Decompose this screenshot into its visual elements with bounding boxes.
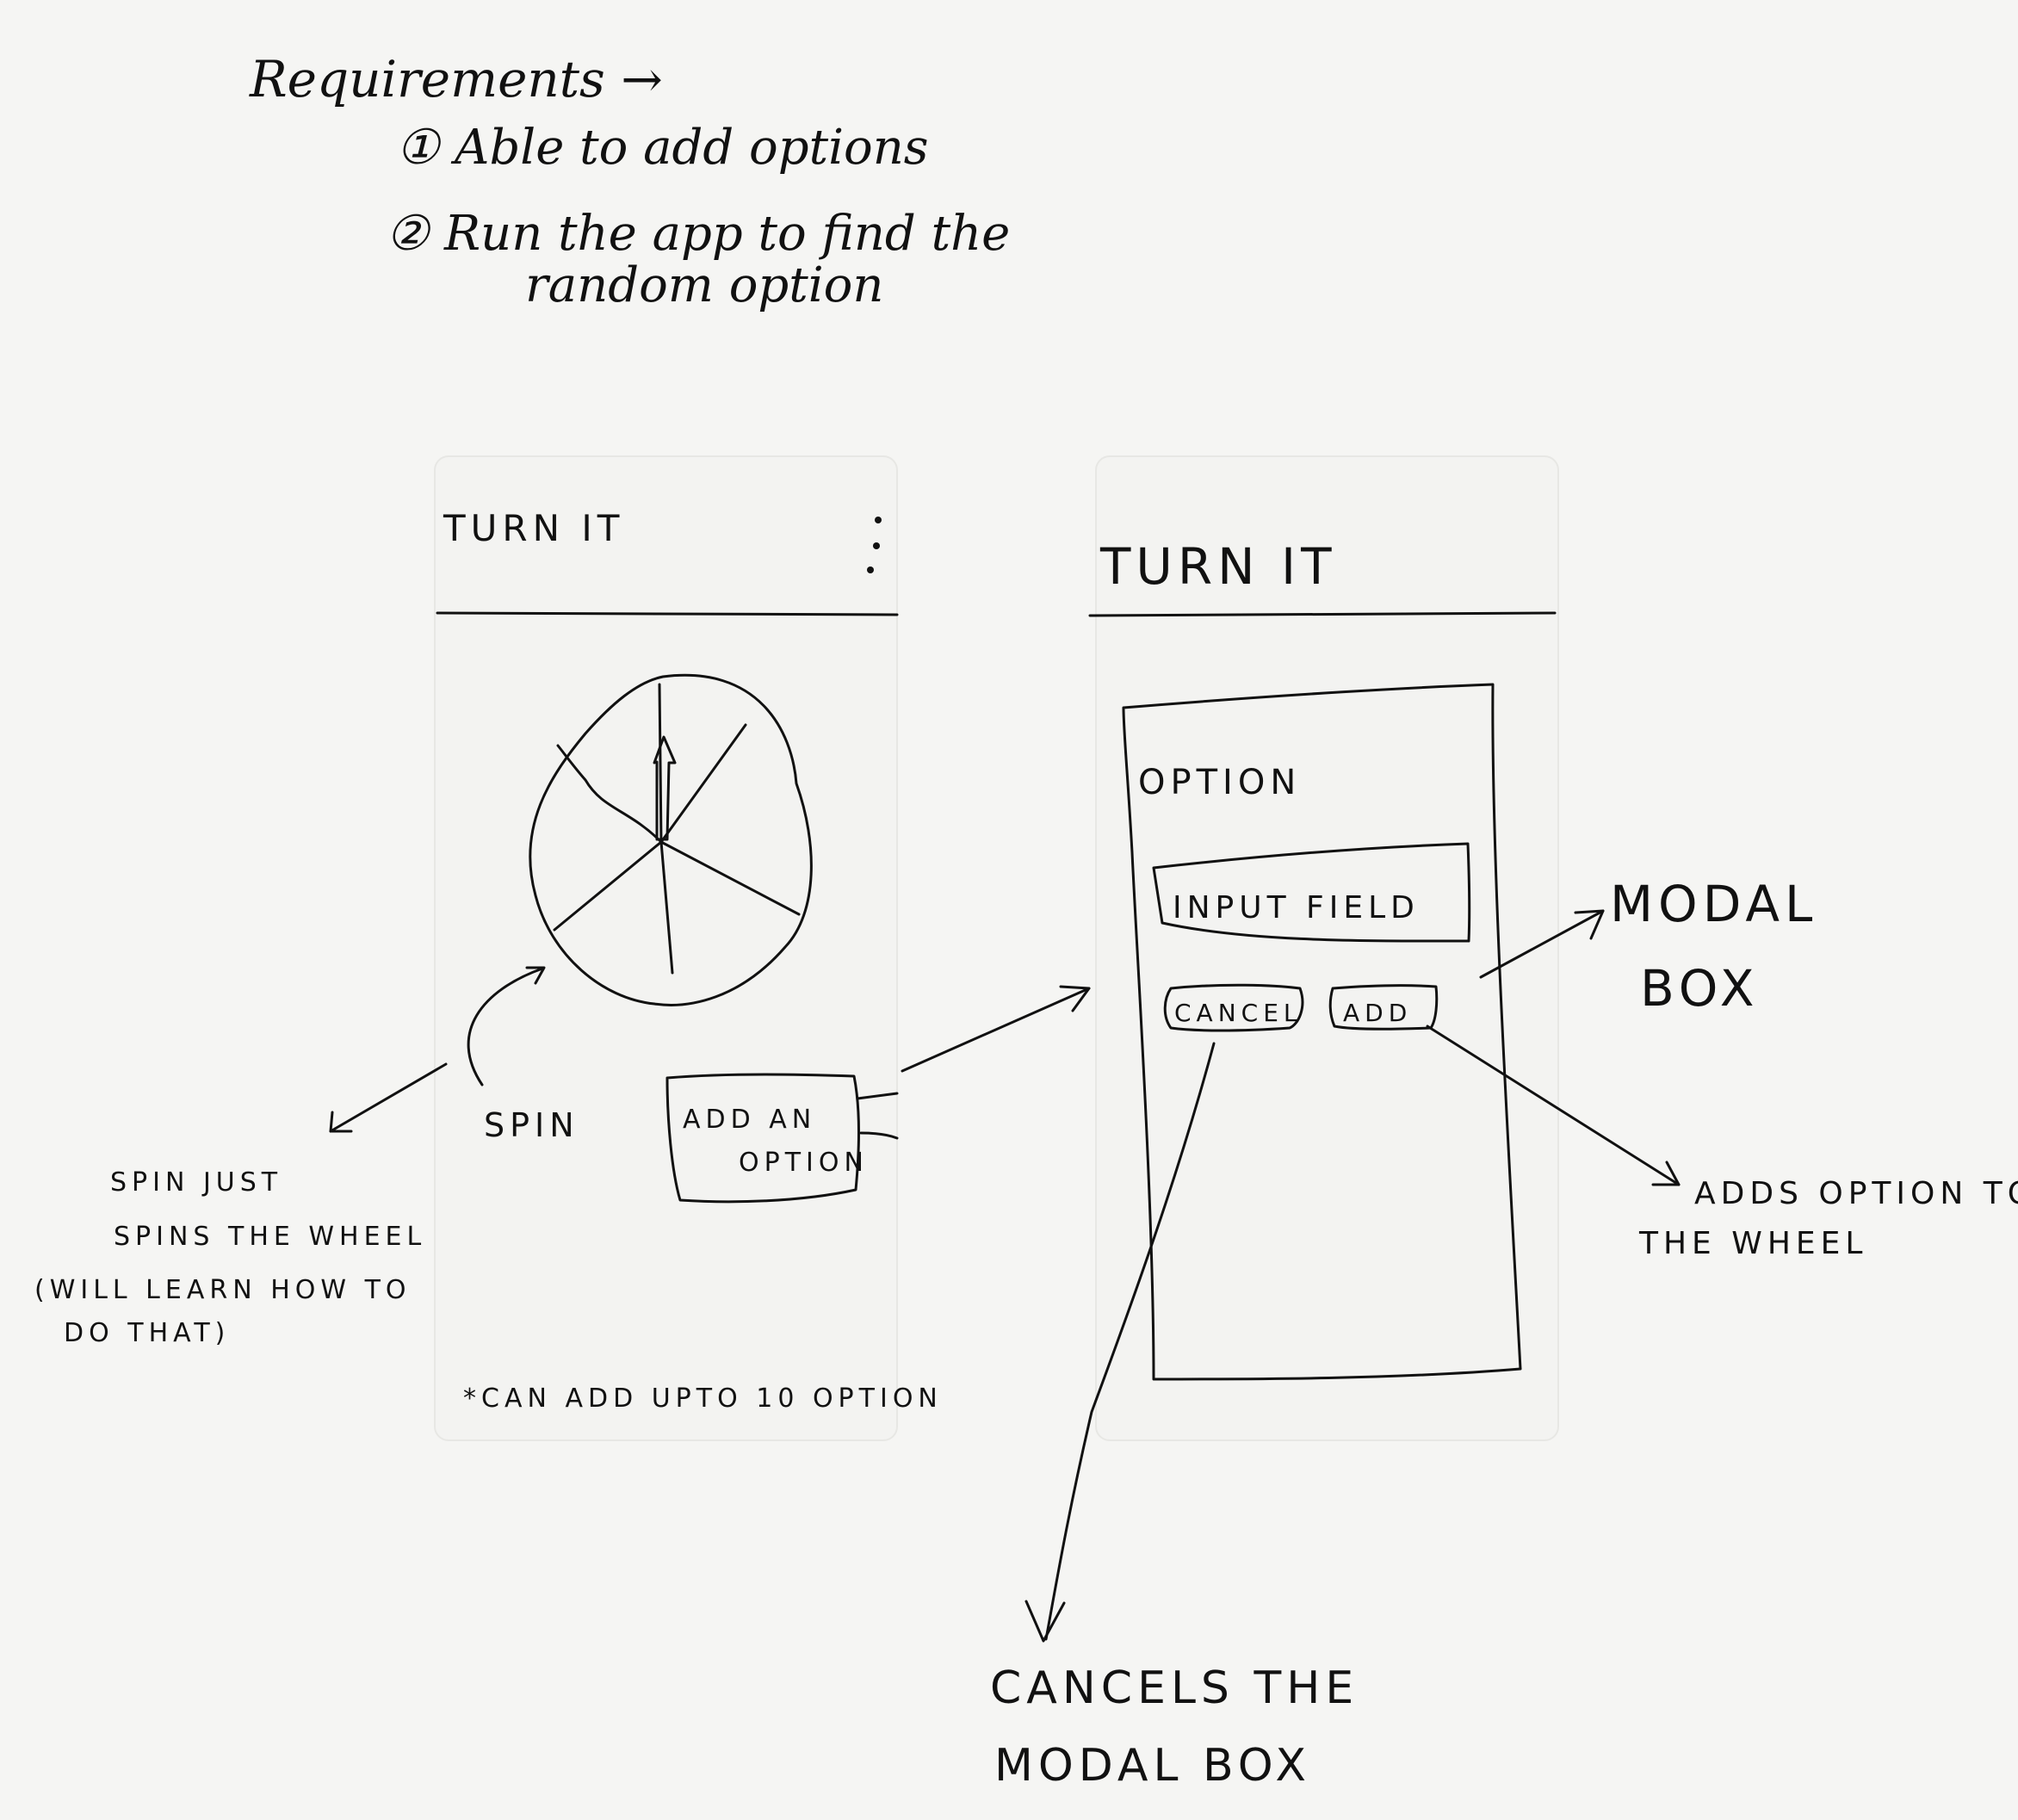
option-input-field[interactable]: INPUT FIELD [1152, 842, 1471, 943]
spin-annotation: SPIN JUST SPINS THE WHEEL (WILL LEARN HO… [34, 1167, 426, 1348]
requirement-2: ② Run the app to find the [386, 206, 1010, 262]
add-option-line-2: OPTION [739, 1148, 869, 1178]
cancel-button-label: CANCEL [1174, 999, 1303, 1027]
add-note-line-2: THE WHEEL [1638, 1226, 1867, 1261]
add-option-line-1: ADD AN [683, 1105, 816, 1135]
cancel-button-outline [1163, 983, 1304, 1032]
wheel-spoke [659, 723, 747, 844]
arrow-add-note [1426, 1025, 1681, 1186]
requirements-notes: Requirements → ① Able to add options ② R… [249, 50, 1010, 313]
wheel-pointer [653, 735, 677, 841]
input-field-outline [1152, 842, 1471, 943]
wheel-spoke [553, 840, 663, 932]
modal-annotation: MODAL BOX [1610, 875, 1817, 1018]
spin-note-line-2: SPINS THE WHEEL [114, 1222, 426, 1252]
connector-tick [856, 1092, 899, 1100]
add-option-button-outline [665, 1073, 860, 1204]
spin-note-line-4: DO THAT) [64, 1318, 230, 1348]
arrow-modal-note [1479, 909, 1605, 979]
spin-note-line-3: (WILL LEARN HOW TO [34, 1275, 412, 1305]
arrow-head [1024, 1600, 1066, 1643]
wheel-spoke [556, 744, 663, 844]
header-divider [1088, 611, 1557, 617]
modal-box: OPTION INPUT FIELD CANCEL ADD [1122, 683, 1522, 1381]
phone-frame-modal [1095, 455, 1559, 1441]
requirement-2-continued: random option [525, 257, 883, 313]
cancel-button[interactable]: CANCEL [1163, 983, 1304, 1032]
wheel-rim [529, 673, 813, 1006]
modal-note-line-1: MODAL [1610, 875, 1817, 933]
wheel-spoke [659, 840, 801, 916]
wheel-spoke [658, 683, 663, 844]
option-limit-footnote: *CAN ADD UPTO 10 OPTION [463, 1384, 943, 1414]
spin-button[interactable]: SPIN [484, 1106, 579, 1144]
add-note-line-1: ADDS OPTION TO [1694, 1176, 2018, 1211]
add-option-button[interactable]: ADD AN OPTION [665, 1073, 869, 1204]
modal-note-line-2: BOX [1640, 959, 1759, 1018]
arrow-cancel-note [1044, 1042, 1216, 1641]
app-title: TURN IT [443, 507, 624, 549]
add-button-label: ADD [1343, 999, 1412, 1027]
header-divider [436, 611, 899, 616]
wheel-spoke [659, 840, 674, 975]
screen-main: TURN IT SPIN ADD AN OPTION *C [434, 455, 943, 1441]
spin-note-line-1: SPIN JUST [110, 1167, 282, 1198]
modal-option-label: OPTION [1138, 763, 1301, 802]
arrow-head [1651, 1161, 1681, 1186]
phone-frame-main [434, 455, 898, 1441]
connectors [329, 909, 1681, 1643]
requirement-1: ① Able to add options [396, 120, 929, 176]
arrow-head [1574, 909, 1605, 940]
screen-modal: TURN IT OPTION INPUT FIELD CANCEL ADD [1088, 455, 1559, 1441]
arrow-head [1059, 985, 1091, 1012]
modal-screen-title: TURN IT [1099, 537, 1337, 596]
connector-tick [859, 1131, 899, 1140]
kebab-menu-icon[interactable] [867, 517, 882, 573]
add-annotation: ADDS OPTION TO THE WHEEL [1638, 1176, 2018, 1261]
spin-arrow-head [525, 966, 546, 985]
cancel-note-line-2: MODAL BOX [994, 1740, 1311, 1792]
add-button[interactable]: ADD [1328, 984, 1439, 1031]
arrow-add-to-modal [901, 987, 1091, 1073]
modal-outline [1122, 683, 1522, 1381]
arrow-spin-note [329, 1062, 448, 1133]
spin-wheel-icon[interactable] [529, 673, 813, 1006]
input-field-placeholder: INPUT FIELD [1173, 890, 1420, 925]
arrow-head [329, 1111, 353, 1133]
cancel-note-line-1: CANCELS THE [990, 1662, 1359, 1714]
requirements-heading: Requirements → [249, 50, 663, 108]
spin-arrow [467, 967, 544, 1086]
cancel-annotation: CANCELS THE MODAL BOX [990, 1662, 1359, 1792]
